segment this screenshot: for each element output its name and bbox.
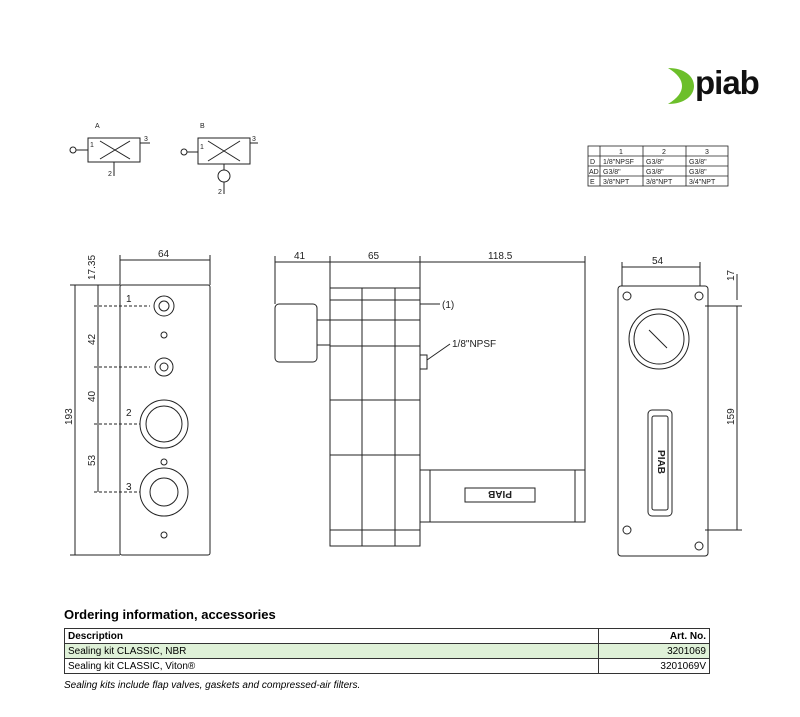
- side-callout: (1): [442, 300, 454, 311]
- side-piab-label: PIAB: [488, 488, 512, 499]
- port-table-row-e-3: 3/4"NPT: [689, 179, 716, 186]
- column-description: Description: [64, 628, 599, 644]
- port-table-row-ad-1: G3/8": [603, 169, 621, 176]
- symbol-a-port1: 1: [90, 142, 94, 149]
- port-table: [587, 145, 729, 187]
- symbol-b-port1: 1: [200, 144, 204, 151]
- column-art-no: Art. No.: [598, 628, 710, 644]
- side-fitting-label: 1/8"NPSF: [452, 339, 496, 350]
- table-row: Sealing kit CLASSIC, Viton® 3201069V: [64, 658, 710, 674]
- port-table-row-d-1: 1/8"NPSF: [603, 159, 634, 166]
- ordering-table-header: Description Art. No.: [64, 628, 710, 644]
- front-height-dim: 193: [64, 408, 75, 425]
- port-table-header-2: 2: [662, 149, 666, 156]
- symbol-b-label: B: [200, 123, 205, 130]
- back-view: [617, 262, 742, 557]
- ordering-heading: Ordering information, accessories: [64, 607, 276, 622]
- port-table-row-d-2: G3/8": [646, 159, 664, 166]
- port-table-row-ad-3: G3/8": [689, 169, 707, 176]
- symbol-b-port3: 3: [252, 136, 256, 143]
- row-description: Sealing kit CLASSIC, Viton®: [64, 658, 599, 674]
- side-right-dim: 118.5: [488, 251, 513, 262]
- port-table-row-e-label: E: [590, 179, 595, 186]
- port-table-row-ad-label: AD: [589, 169, 599, 176]
- port-table-text: 1 2 3 D 1/8"NPSF G3/8" G3/8" AD G3/8" G3…: [589, 149, 716, 186]
- side-left-dim: 41: [294, 251, 306, 262]
- port-table-row-e-1: 3/8"NPT: [603, 179, 630, 186]
- row-description: Sealing kit CLASSIC, NBR: [64, 643, 599, 659]
- symbol-a-port3: 3: [144, 136, 148, 143]
- port-table-row-d-3: G3/8": [689, 159, 707, 166]
- port-table-header-3: 3: [705, 149, 709, 156]
- port-table-row-e-2: 3/8"NPT: [646, 179, 673, 186]
- symbol-b-port2: 2: [218, 189, 222, 196]
- front-spacing-3: 53: [87, 454, 98, 466]
- port-table-row-ad-2: G3/8": [646, 169, 664, 176]
- row-art-no: 3201069V: [598, 658, 710, 674]
- ordering-note: Sealing kits include flap valves, gasket…: [64, 680, 361, 691]
- piab-logo-mark: [668, 68, 694, 104]
- symbol-a-label: A: [95, 123, 100, 130]
- ordering-table: Description Art. No. Sealing kit CLASSIC…: [64, 628, 710, 674]
- back-top-dim: 17: [726, 269, 737, 281]
- piab-logo: [668, 68, 694, 104]
- symbol-a: [69, 137, 150, 176]
- side-view: [274, 256, 586, 547]
- brand-name: piab: [695, 64, 760, 101]
- front-top-offset-dim: 17.35: [87, 255, 98, 280]
- symbol-a-port2: 2: [108, 171, 112, 178]
- front-width-dim: 64: [158, 249, 170, 260]
- symbol-b: [180, 137, 258, 194]
- front-spacing-2: 40: [87, 390, 98, 402]
- front-port-1: 1: [126, 294, 132, 305]
- side-mid-dim: 65: [368, 251, 380, 262]
- port-table-header-1: 1: [619, 149, 623, 156]
- back-height-dim: 159: [726, 408, 737, 425]
- port-table-row-d-label: D: [590, 159, 595, 166]
- row-art-no: 3201069: [598, 643, 710, 659]
- front-port-3: 3: [126, 482, 132, 493]
- front-spacing-1: 42: [87, 333, 98, 345]
- technical-drawing: A B 1 3 2 1 3 2 1 2 3 D 1/8"NPSF G3/8" G…: [64, 123, 742, 557]
- back-piab-label: PIAB: [655, 450, 666, 474]
- table-row: Sealing kit CLASSIC, NBR 3201069: [64, 643, 710, 659]
- back-width-dim: 54: [652, 256, 664, 267]
- front-view: [70, 255, 211, 556]
- front-port-2: 2: [126, 408, 132, 419]
